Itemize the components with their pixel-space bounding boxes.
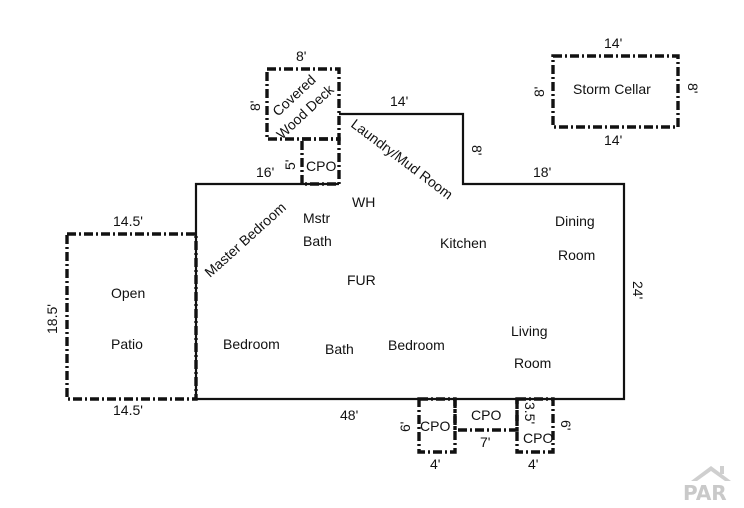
- open-label: Open: [111, 285, 145, 301]
- house-top-right-dimension: 18': [533, 164, 551, 180]
- cpo-left-side-dimension: 6': [397, 422, 413, 432]
- cpo-right-side-dimension: 6': [558, 420, 574, 430]
- cpo-mid-bottom-dimension: 7': [480, 434, 490, 450]
- patio-side-dimension: 18.5': [44, 304, 60, 334]
- cpo-bottom-mid-label: CPO: [471, 407, 501, 423]
- cellar-bottom-dimension: 14': [604, 132, 622, 148]
- bedroom-left-label: Bedroom: [223, 336, 280, 352]
- cellar-right-dimension: 8': [685, 83, 701, 93]
- fur-label: FUR: [347, 272, 376, 288]
- deck-cpo-side-dimension: 5': [282, 160, 298, 170]
- bedroom-right-label: Bedroom: [388, 337, 445, 353]
- cpo-bottom-right-label: CPO: [523, 430, 553, 446]
- cpo-bottom-left-label: CPO: [420, 418, 450, 434]
- master-bedroom-label: Master Bedroom: [201, 199, 289, 280]
- cpo-bottom-right-outline: [515, 397, 555, 454]
- deck-top-dimension: 8': [296, 48, 306, 64]
- deck-side-dimension: 8': [247, 101, 263, 111]
- living-room-label: Room: [514, 355, 551, 371]
- dining-room-label: Room: [558, 247, 595, 263]
- house-roof-icon: [691, 466, 731, 481]
- cellar-top-dimension: 14': [604, 35, 622, 51]
- living-label: Living: [511, 323, 548, 339]
- par-logo: PAR: [683, 466, 731, 505]
- storm-cellar-label: Storm Cellar: [573, 81, 651, 97]
- cpo-bottom-mid-outline: [453, 399, 519, 432]
- cpo-bottom-left-outline: [417, 397, 457, 454]
- laundry-label: Laundry/Mud Room: [348, 116, 456, 203]
- cpo-top-label: CPO: [306, 158, 336, 174]
- cpo-right-inner-dimension: 3.5': [522, 402, 538, 424]
- house-top-left-dimension: 16': [256, 164, 274, 180]
- mstr-label: Mstr: [303, 210, 331, 226]
- patio-label: Patio: [111, 336, 143, 352]
- house-right-dimension: 24': [630, 281, 646, 299]
- mstr-bath-label: Bath: [303, 233, 332, 249]
- patio-outline: [65, 232, 198, 401]
- laundry-side-dimension: 8': [469, 145, 485, 155]
- cellar-left-dimension: 8': [531, 87, 547, 97]
- house-bottom-dimension: 48': [340, 407, 358, 423]
- wh-label: WH: [352, 194, 375, 210]
- patio-bottom-dimension: 14.5': [113, 402, 143, 418]
- patio-top-dimension: 14.5': [113, 213, 143, 229]
- laundry-top-dimension: 14': [390, 93, 408, 109]
- logo-text: PAR: [683, 481, 727, 505]
- cpo-right-bottom-dimension: 4': [528, 456, 538, 472]
- storm-cellar-outline: [551, 54, 680, 129]
- kitchen-label: Kitchen: [440, 235, 487, 251]
- cpo-left-bottom-dimension: 4': [430, 456, 440, 472]
- cpo-top-outline: [300, 137, 341, 186]
- chimney-icon: [720, 466, 724, 474]
- house-outline: [194, 112, 626, 401]
- dining-label: Dining: [555, 213, 595, 229]
- bath-label: Bath: [325, 341, 354, 357]
